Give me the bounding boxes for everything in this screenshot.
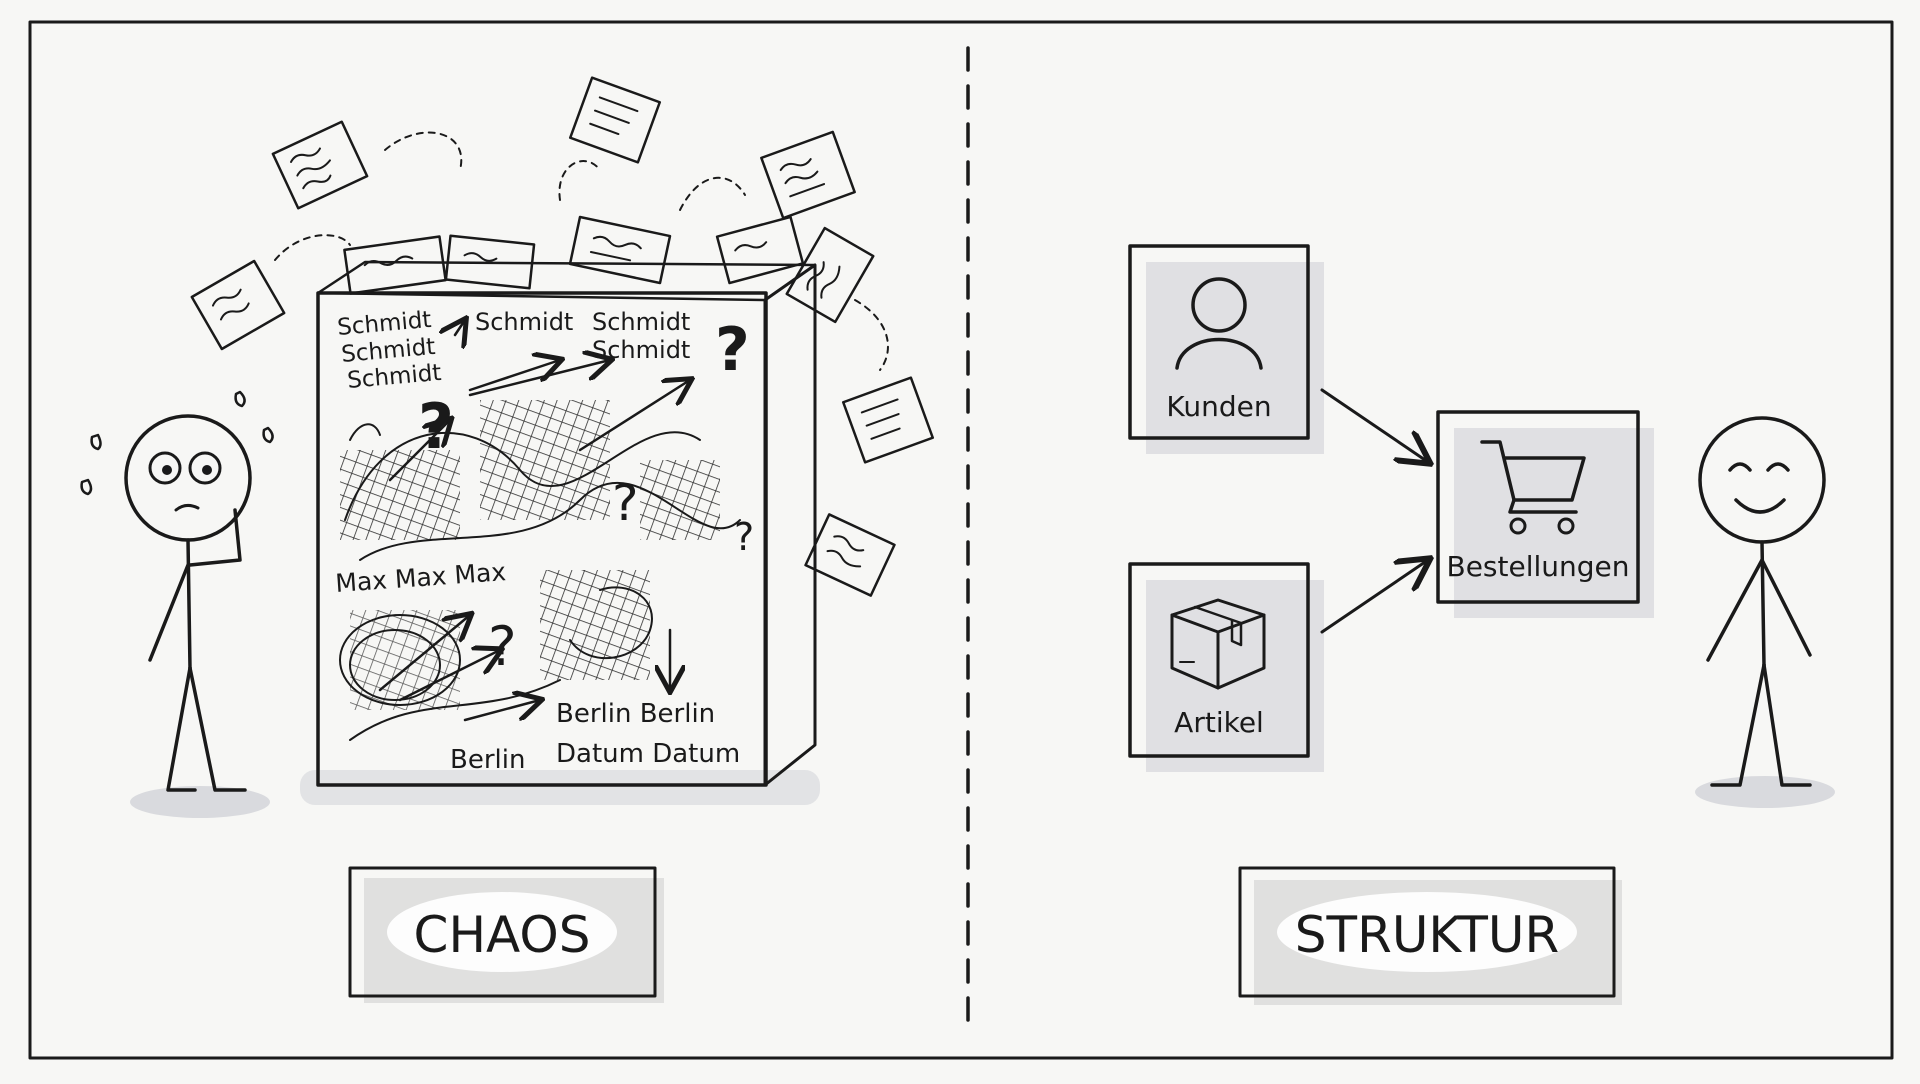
entity-label-orders: Bestellungen (1446, 550, 1629, 583)
happy-stick-figure (1695, 416, 1835, 808)
box-front (316, 291, 768, 787)
chaos-box: Schmidt Schmidt Schmidt Schmidt Schmidt … (300, 260, 820, 805)
chaos-label-text: CHAOS (414, 906, 591, 964)
word-text: Schmidt (475, 308, 573, 336)
box-scribbles (339, 320, 741, 741)
sweat-drop-icon (80, 478, 93, 496)
chaos-label: CHAOS (348, 866, 664, 1003)
sweat-drop-icon (234, 390, 246, 408)
paper-icon (568, 76, 662, 164)
shopping-cart-icon (1480, 440, 1586, 535)
sweat-drop-icon (90, 433, 102, 451)
word-text: Schmidt (592, 308, 690, 336)
word-text: Berlin Berlin (556, 699, 715, 729)
person-icon (1175, 277, 1263, 370)
outer-frame (28, 20, 1894, 1060)
word-text: Schmidt (592, 336, 690, 364)
box-shadow (300, 770, 820, 805)
word-text: Max Max Max (334, 557, 507, 598)
entity-customers: Kunden (1128, 244, 1324, 454)
paper-icon (841, 376, 935, 464)
word-text: Berlin (450, 745, 525, 775)
paper-icon (271, 120, 369, 210)
question-mark-text: ? (488, 615, 517, 678)
chaos-side: Schmidt Schmidt Schmidt Schmidt Schmidt … (80, 76, 935, 1003)
figure-shadow (1695, 776, 1835, 808)
entity-articles: Artikel (1128, 562, 1324, 772)
entity-label-customers: Kunden (1166, 390, 1271, 423)
word-text: Datum Datum (556, 739, 740, 769)
paper-icon (804, 513, 896, 597)
question-marks: ? ? ? ? ? (418, 315, 754, 678)
package-box-icon (1170, 598, 1266, 690)
figure-shadow (130, 786, 270, 818)
sweat-drop-icon (262, 426, 274, 444)
struktur-side: Kunden Artikel Best (1128, 244, 1835, 1005)
struktur-label: STRUKTUR (1238, 866, 1622, 1005)
paper-icon (760, 130, 856, 220)
paper-icon (568, 215, 672, 285)
paper-icon (444, 234, 536, 290)
relation-arrow-articles-orders (1320, 560, 1428, 634)
paper-icon (190, 259, 286, 351)
struktur-label-text: STRUKTUR (1295, 906, 1559, 964)
entity-label-articles: Artikel (1174, 706, 1264, 739)
entity-orders: Bestellungen (1436, 410, 1654, 618)
question-mark-text: ? (418, 390, 454, 463)
box-top (316, 260, 817, 302)
head (1698, 416, 1826, 544)
box-side (763, 263, 817, 787)
flying-papers (190, 76, 935, 597)
question-mark-text: ? (734, 515, 754, 559)
confused-stick-figure (80, 390, 274, 818)
question-mark-text: ? (715, 315, 750, 385)
paper-icon (715, 215, 805, 285)
head (124, 414, 252, 542)
relation-arrow-customers-orders (1320, 388, 1428, 462)
question-mark-text: ? (612, 474, 639, 532)
